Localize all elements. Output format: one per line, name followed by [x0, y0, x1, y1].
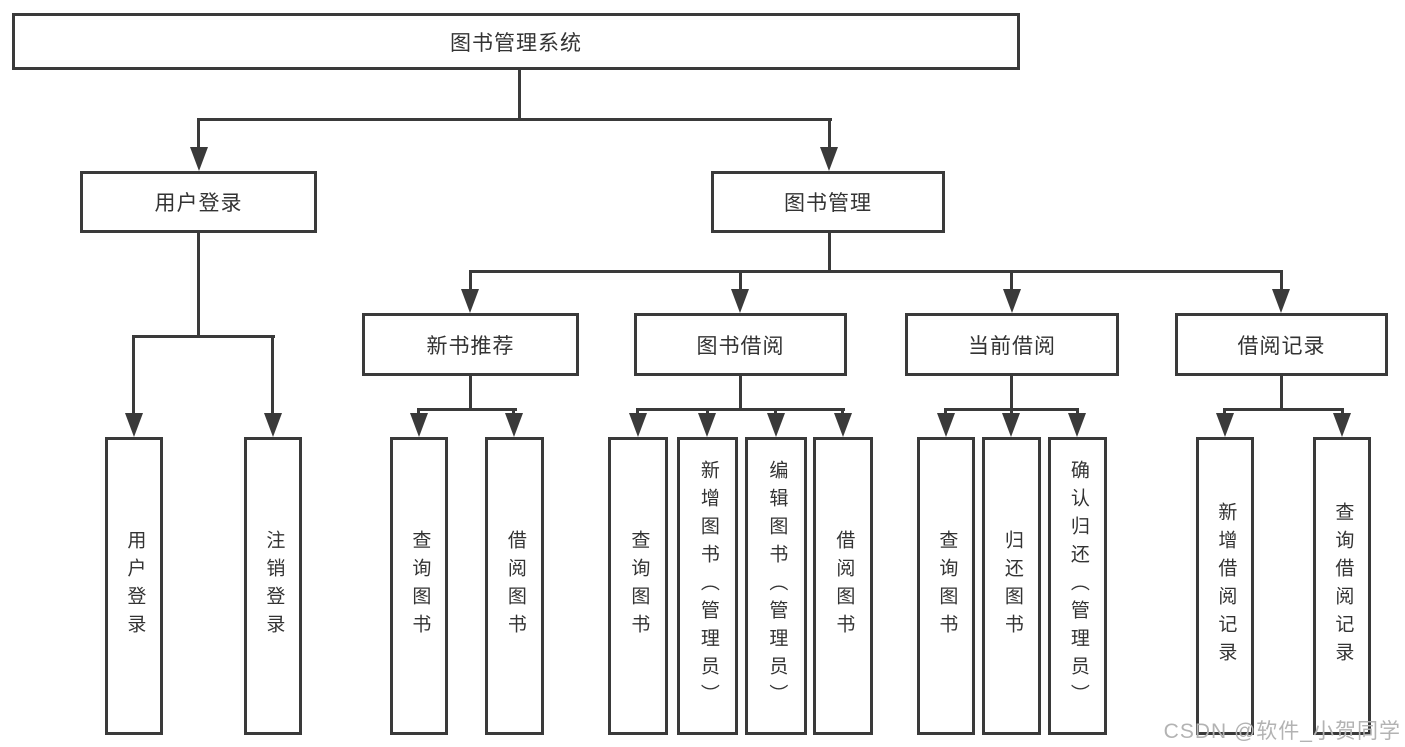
node-leaf-return-books: 归还图书	[982, 437, 1041, 735]
connector-segment	[469, 270, 1283, 273]
arrowhead	[820, 147, 838, 171]
arrowhead	[1068, 413, 1086, 437]
node-leaf-query-books-recommend: 查询图书	[390, 437, 448, 735]
connector-segment	[739, 270, 742, 292]
node-label: 确认归还（管理员）	[1067, 460, 1089, 712]
connector-segment	[197, 118, 832, 121]
node-leaf-user-login: 用户登录	[105, 437, 163, 735]
arrowhead	[698, 413, 716, 437]
node-leaf-confirm-return-admin: 确认归还（管理员）	[1048, 437, 1107, 735]
arrowhead	[1216, 413, 1234, 437]
connector-segment	[1010, 376, 1013, 411]
connector-segment	[828, 118, 831, 150]
arrowhead	[937, 413, 955, 437]
node-label: 借阅记录	[1237, 334, 1326, 358]
node-leaf-logout: 注销登录	[244, 437, 302, 735]
node-user-login: 用户登录	[80, 171, 317, 233]
node-library-management-system: 图书管理系统	[12, 13, 1020, 70]
node-label: 当前借阅	[968, 334, 1056, 358]
node-label: 图书管理系统	[450, 31, 582, 55]
connector-segment	[1280, 376, 1283, 411]
node-leaf-add-borrow-record: 新增借阅记录	[1196, 437, 1254, 735]
node-borrowing-records: 借阅记录	[1175, 313, 1388, 376]
connector-segment	[417, 408, 517, 411]
node-label: 借阅图书	[833, 530, 855, 642]
arrowhead	[629, 413, 647, 437]
connector-segment	[1010, 270, 1013, 292]
connector-segment	[518, 70, 521, 120]
connector-segment	[197, 233, 200, 335]
node-label: 用户登录	[154, 192, 243, 215]
node-label: 查询图书	[409, 530, 431, 642]
arrowhead	[505, 413, 523, 437]
arrowhead	[834, 413, 852, 437]
node-label: 归还图书	[1001, 530, 1023, 642]
arrowhead	[1272, 289, 1290, 313]
node-label: 查询图书	[628, 530, 650, 642]
connector-segment	[271, 335, 274, 415]
connector-segment	[1280, 270, 1283, 292]
arrowhead	[1003, 289, 1021, 313]
node-label: 查询图书	[936, 530, 958, 642]
node-leaf-add-books-admin: 新增图书（管理员）	[677, 437, 738, 735]
node-leaf-query-borrow-record: 查询借阅记录	[1313, 437, 1371, 735]
node-label: 借阅图书	[504, 530, 526, 642]
node-label: 图书借阅	[696, 334, 785, 358]
connector-segment	[739, 376, 742, 411]
arrowhead	[190, 147, 208, 171]
node-leaf-borrow-books: 借阅图书	[813, 437, 873, 735]
node-leaf-query-books-current: 查询图书	[917, 437, 975, 735]
connector-segment	[1223, 408, 1344, 411]
connector-segment	[132, 335, 275, 338]
node-current-borrowing: 当前借阅	[905, 313, 1119, 376]
arrowhead	[1333, 413, 1351, 437]
node-book-borrowing: 图书借阅	[634, 313, 847, 376]
node-label: 编辑图书（管理员）	[766, 460, 788, 712]
node-new-book-recommendation: 新书推荐	[362, 313, 579, 376]
connector-segment	[828, 233, 831, 273]
arrowhead	[767, 413, 785, 437]
csdn-watermark: CSDN @软件_小贺同学	[1163, 720, 1401, 743]
connector-segment	[197, 118, 200, 150]
node-leaf-borrow-books-recommend: 借阅图书	[485, 437, 544, 735]
node-label: 用户登录	[124, 530, 146, 642]
arrowhead	[731, 289, 749, 313]
arrowhead	[264, 413, 282, 437]
node-label: 图书管理	[784, 192, 872, 215]
node-leaf-query-books-borrowing: 查询图书	[608, 437, 668, 735]
node-label: 查询借阅记录	[1332, 502, 1354, 670]
arrowhead	[410, 413, 428, 437]
node-book-management: 图书管理	[711, 171, 945, 233]
node-leaf-edit-books-admin: 编辑图书（管理员）	[745, 437, 807, 735]
connector-segment	[636, 408, 845, 411]
node-label: 新增图书（管理员）	[697, 460, 719, 712]
arrowhead	[125, 413, 143, 437]
node-label: 新书推荐	[426, 334, 515, 358]
arrowhead	[461, 289, 479, 313]
node-label: 新增借阅记录	[1215, 502, 1237, 670]
connector-segment	[469, 270, 472, 292]
node-label: 注销登录	[263, 530, 285, 642]
arrowhead	[1002, 413, 1020, 437]
connector-segment	[469, 376, 472, 411]
connector-segment	[132, 335, 135, 415]
